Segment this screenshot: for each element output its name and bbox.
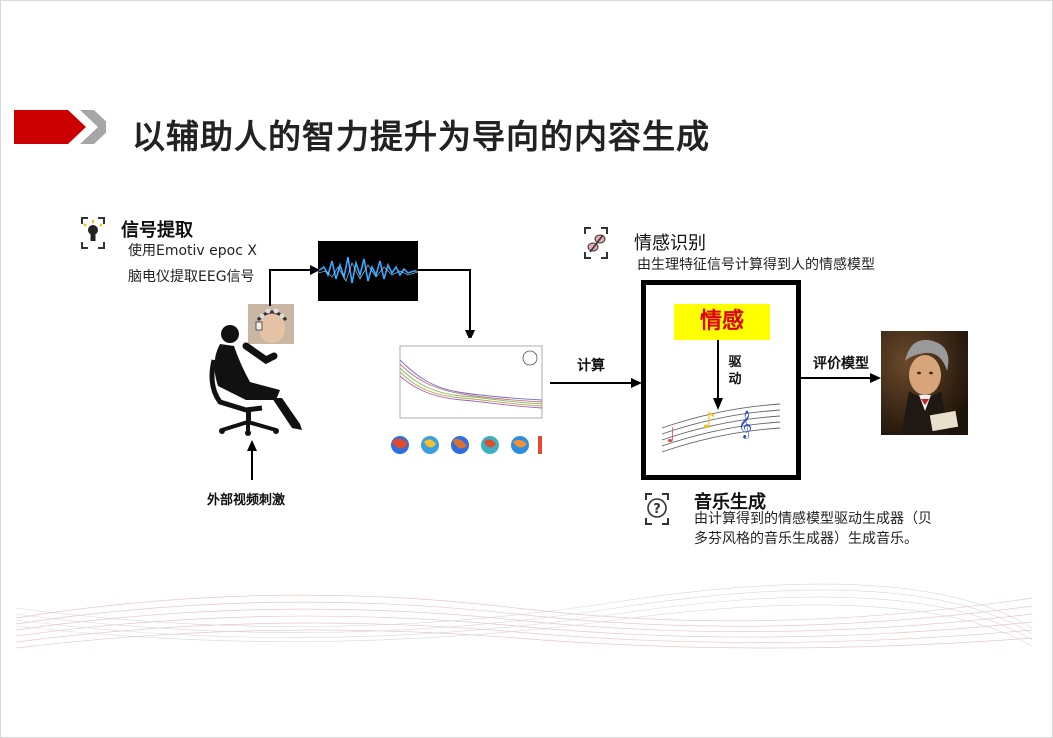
signal-title: 信号提取 — [121, 220, 193, 241]
stimulus-label: 外部视频刺激 — [207, 493, 286, 508]
music-title: 音乐生成 — [694, 492, 766, 513]
evaluate-label: 评价模型 — [813, 356, 869, 372]
music-staff-illustration: ♩ ♪ 𝄞 — [661, 403, 781, 453]
signal-desc-line-1: 使用Emotiv epoc X — [128, 243, 257, 259]
butterfly-icon — [584, 227, 608, 259]
drive-arrow — [713, 340, 723, 410]
decorative-waves — [16, 583, 1032, 649]
page-title: 以辅助人的智力提升为导向的内容生成 — [132, 117, 710, 156]
title-chevron-decoration — [14, 110, 106, 144]
beethoven-portrait — [881, 331, 968, 435]
svg-text:𝄞: 𝄞 — [738, 410, 752, 439]
compute-arrow — [550, 378, 642, 388]
emotion-box: 情感 — [674, 304, 770, 340]
eeg-waveform-image — [318, 241, 418, 301]
eeg-spectrum-plot-image — [378, 338, 548, 458]
signal-desc-line-2: 脑电仪提取EEG信号 — [128, 269, 255, 285]
music-desc-line-2: 多芬风格的音乐生成器）生成音乐。 — [694, 531, 918, 547]
person-in-chair-silhouette — [209, 325, 302, 436]
emotion-recognition-desc: 由生理特征信号计算得到人的情感模型 — [637, 257, 875, 273]
headset-to-waveform-arrow — [269, 265, 320, 306]
lightbulb-icon — [81, 217, 105, 249]
waveform-to-spectrum-arrow — [416, 269, 475, 341]
svg-text:♪: ♪ — [702, 409, 716, 434]
evaluate-arrow — [797, 373, 881, 383]
svg-text:?: ? — [653, 502, 661, 517]
svg-text:♩: ♩ — [666, 423, 675, 447]
eeg-headset-photo — [248, 304, 294, 344]
stimulus-arrow — [247, 440, 257, 480]
drive-label: 驱动 — [728, 355, 742, 387]
compute-label: 计算 — [577, 358, 605, 374]
red-chevron — [14, 110, 86, 144]
music-desc-line-1: 由计算得到的情感模型驱动生成器（贝 — [694, 511, 932, 527]
emotion-recognition-title: 情感识别 — [634, 233, 706, 254]
question-icon: ? — [645, 493, 669, 525]
gray-chevron — [80, 110, 106, 144]
